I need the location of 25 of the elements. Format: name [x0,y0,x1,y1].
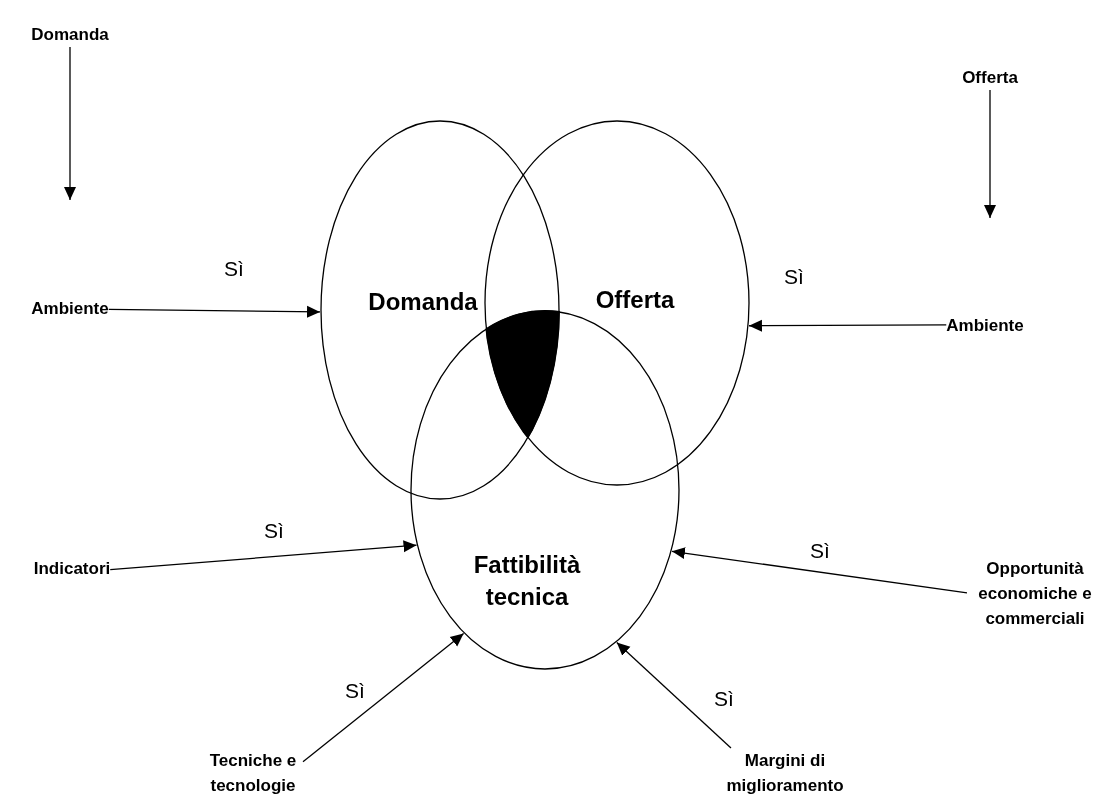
arrow [64,46,76,201]
edge-label: Sì [262,520,286,541]
arrow [302,632,465,763]
arrow [616,641,732,749]
label-text: Ambiente [946,313,1024,338]
ellipse-label: Fattibilità tecnica [472,550,582,612]
arrow [984,89,996,219]
label-text: Indicatori [33,556,111,581]
arrow [671,547,968,594]
edge-label: Sì [808,540,832,561]
label-text: Margini di miglioramento [720,748,850,798]
arrow [108,305,321,318]
edge-label: Sì [222,258,246,279]
edge-label: Sì [782,266,806,287]
edge-label: Sì [712,688,736,709]
ellipse-label: Offerta [594,285,676,315]
label-text: Domanda [31,22,109,47]
label-text: Opportunità economiche e commerciali [967,556,1103,631]
label-text: Tecniche e tecnologie [203,748,303,798]
label-text: Ambiente [31,296,109,321]
arrow [109,540,418,571]
label-text: Offerta [962,65,1018,90]
edge-label: Sì [343,680,367,701]
arrow [748,319,947,332]
ellipse-label: Domanda [367,287,479,317]
